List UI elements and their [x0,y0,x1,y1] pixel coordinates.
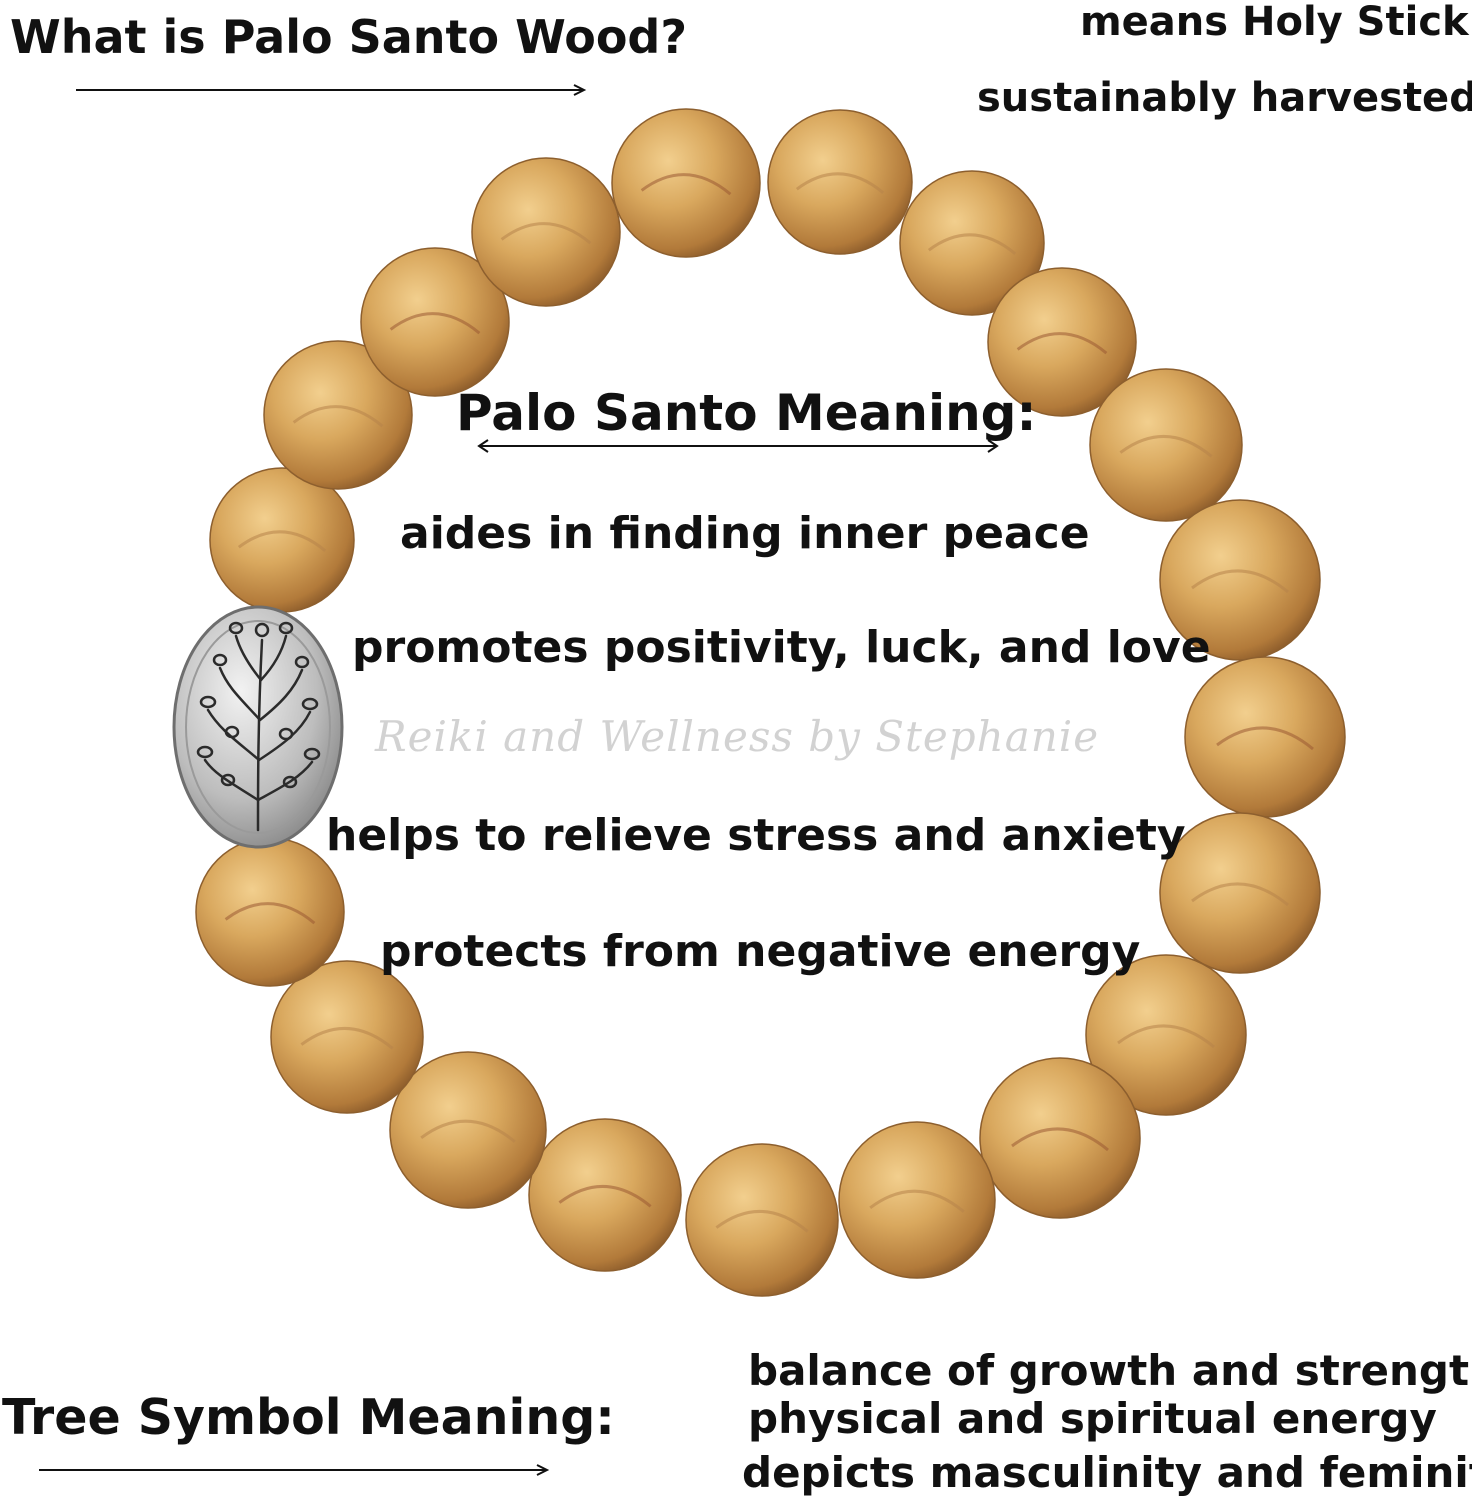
wood-beads [195,108,1346,1297]
wood-grain [1117,1024,1215,1049]
wood-grain [389,312,481,335]
wood-grain [292,405,384,428]
tree-meaning-item: physical and spiritual energy [748,1394,1437,1443]
wood-grain [927,233,1017,255]
wood-bead [979,1057,1141,1219]
wood-bead [195,837,345,987]
wood-bead [1159,812,1321,974]
meaning-item: protects from negative energy [380,926,1141,977]
fact-sustainably-harvested: sustainably harvested [977,75,1472,121]
wood-bead [270,960,424,1114]
tree-icon [196,621,321,832]
wood-grain [558,1184,652,1208]
tree-meaning-item: depicts masculinity and feminity [742,1448,1472,1497]
tree-meaning-item: balance of growth and strength [748,1346,1472,1395]
wood-bead [263,340,413,490]
wood-bead [899,170,1045,316]
wood-bead [767,109,913,255]
wood-bead [1089,368,1243,522]
wood-grain [795,172,885,194]
wood-grain [1191,882,1289,907]
wood-grain [869,1189,965,1213]
wood-grain [715,1209,809,1233]
wood-grain [1216,726,1314,751]
brand-watermark: Reiki and Wellness by Stephanie [375,712,1100,761]
meaning-item: helps to relieve stress and anxiety [326,810,1186,861]
fact-holy-stick: means Holy Stick [1080,0,1469,45]
wood-grain [1191,569,1289,594]
meaning-item: aides in finding inner peace [400,508,1090,559]
wood-grain [1011,1127,1109,1152]
wood-bead [987,267,1137,417]
arrow-right-icon [76,84,587,96]
wood-grain [1119,434,1213,458]
palo-santo-question-heading: What is Palo Santo Wood? [10,10,688,64]
double-arrow-icon [477,439,999,453]
tree-charm [172,605,344,849]
wood-bead [1085,954,1247,1116]
wood-grain [224,902,316,925]
wood-bead [685,1143,839,1297]
palo-santo-meaning-heading: Palo Santo Meaning: [456,384,1037,442]
wood-grain [420,1119,516,1143]
wood-bead [360,247,510,397]
wood-grain [1016,332,1108,355]
wood-bead [528,1118,682,1272]
tree-symbol-meaning-heading: Tree Symbol Meaning: [2,1389,615,1446]
wood-bead [1159,499,1321,661]
wood-bead [209,467,355,613]
wood-grain [300,1026,394,1050]
wood-grain [640,173,732,196]
wood-bead [471,157,621,307]
arrow-right-icon [39,1464,550,1476]
meaning-item: promotes positivity, luck, and love [352,622,1211,673]
wood-bead [838,1121,996,1279]
wood-bead [1184,656,1346,818]
wood-bead [611,108,761,258]
wood-grain [500,222,592,245]
wood-bead [389,1051,547,1209]
wood-grain [237,530,327,552]
